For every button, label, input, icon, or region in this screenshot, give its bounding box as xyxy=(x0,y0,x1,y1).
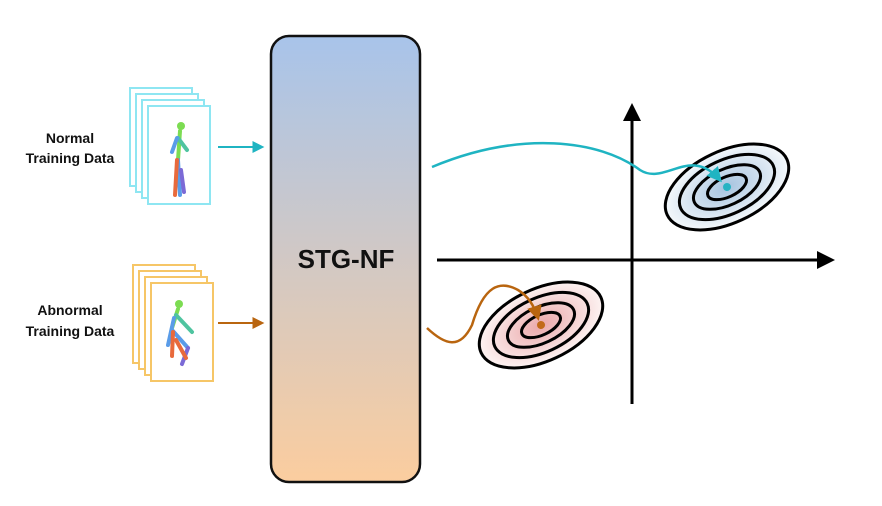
normal-label-line1: Normal xyxy=(46,130,94,146)
normal-label-line2: Training Data xyxy=(26,150,115,166)
cluster-ring xyxy=(706,172,748,202)
cluster-ring xyxy=(677,152,777,222)
frame xyxy=(150,282,214,382)
stg-nf-model-box xyxy=(269,34,422,484)
cluster-center xyxy=(723,183,731,191)
normal-mapping-curve xyxy=(431,141,722,183)
cluster-center xyxy=(537,321,545,329)
model-label: STG-NF xyxy=(298,244,395,274)
abnormal-label-line2: Training Data xyxy=(26,323,115,339)
abnormal-cluster xyxy=(477,280,605,370)
bent-skeleton-icon xyxy=(166,300,194,366)
abnormal-label-line1: Abnormal xyxy=(37,302,102,318)
normal-cluster xyxy=(663,142,791,232)
abnormal-data-stack xyxy=(132,264,214,382)
standing-skeleton-icon xyxy=(170,122,189,197)
normal-data-stack xyxy=(129,87,211,205)
abnormal-mapping-curve xyxy=(426,284,542,344)
